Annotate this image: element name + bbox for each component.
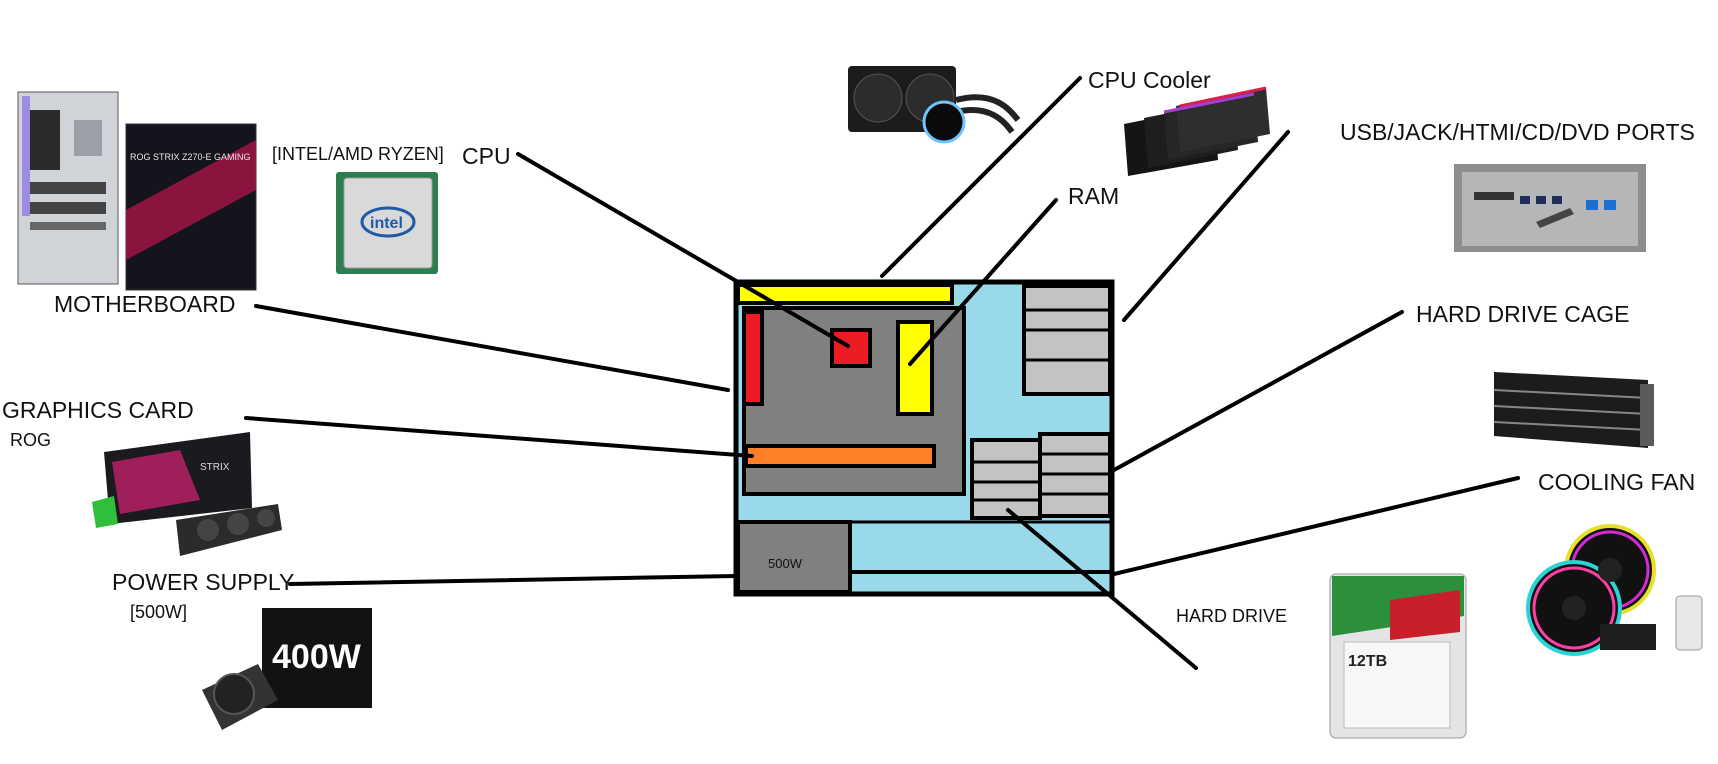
hdd-capacity-text: 12TB bbox=[1348, 653, 1387, 670]
power-supply-image: 400W bbox=[202, 608, 372, 730]
graphics-box-text: STRIX bbox=[200, 462, 230, 473]
cpu-chip-text: intel bbox=[370, 215, 403, 232]
leader-cpu bbox=[516, 152, 850, 348]
label-cpu-cooler: CPU Cooler bbox=[1088, 67, 1211, 93]
label-hard-drive: HARD DRIVE bbox=[1176, 606, 1287, 626]
motherboard-box-text: ROG STRIX Z270-E GAMING bbox=[130, 152, 251, 162]
label-cooling-fan: COOLING FAN bbox=[1538, 469, 1695, 495]
motherboard-image: ROG STRIX Z270-E GAMING bbox=[17, 91, 257, 291]
label-graphics-card: GRAPHICS CARD bbox=[2, 397, 194, 423]
hard-drive-cage-image bbox=[1493, 372, 1654, 448]
label-ram: RAM bbox=[1068, 183, 1119, 209]
label-motherboard: MOTHERBOARD bbox=[54, 291, 235, 317]
leader-cooling-fan bbox=[1112, 476, 1520, 576]
hard-drive-image: 12TB bbox=[1329, 573, 1467, 739]
pc-case-schematic: 500W bbox=[733, 279, 1115, 597]
leader-lines bbox=[244, 76, 1520, 670]
leader-motherboard bbox=[254, 304, 730, 392]
label-graphics-brand: ROG bbox=[10, 430, 51, 450]
psu-box-text: 400W bbox=[272, 638, 362, 676]
leader-hard-drive bbox=[1006, 508, 1198, 670]
leader-graphics bbox=[244, 416, 754, 458]
ports-image bbox=[1454, 164, 1646, 252]
label-ports: USB/JACK/HTMI/CD/DVD PORTS bbox=[1340, 119, 1695, 145]
leader-psu bbox=[288, 574, 738, 586]
graphics-card-image: STRIX bbox=[92, 432, 282, 556]
ram-image bbox=[1124, 86, 1270, 176]
cpu-socket-block bbox=[830, 328, 872, 368]
labels: [INTEL/AMD RYZEN] CPU MOTHERBOARD GRAPHI… bbox=[2, 67, 1695, 626]
label-psu-rating: [500W] bbox=[130, 602, 187, 622]
label-cpu: CPU bbox=[462, 143, 511, 169]
cpu-image: intel bbox=[336, 172, 438, 274]
label-hard-drive-cage: HARD DRIVE CAGE bbox=[1416, 301, 1629, 327]
leader-hdd-cage bbox=[1112, 310, 1404, 472]
pcie-slot-red bbox=[742, 310, 764, 406]
cooling-fan-image bbox=[1526, 524, 1703, 656]
leader-ports bbox=[1122, 130, 1290, 322]
label-power-supply: POWER SUPPLY bbox=[112, 569, 294, 595]
ram-block bbox=[896, 320, 934, 416]
cpu-cooler-bar bbox=[736, 283, 954, 305]
leader-ram bbox=[908, 198, 1058, 366]
psu-inside-label: 500W bbox=[768, 556, 803, 571]
label-cpu-brand: [INTEL/AMD RYZEN] bbox=[272, 144, 444, 164]
cpu-cooler-image bbox=[848, 66, 1021, 144]
graphics-card-block bbox=[744, 444, 936, 468]
hard-drive-cage-block bbox=[970, 432, 1112, 520]
leader-cpu-cooler bbox=[880, 76, 1082, 278]
ports-bay bbox=[1022, 284, 1112, 396]
power-supply-block bbox=[736, 520, 852, 594]
